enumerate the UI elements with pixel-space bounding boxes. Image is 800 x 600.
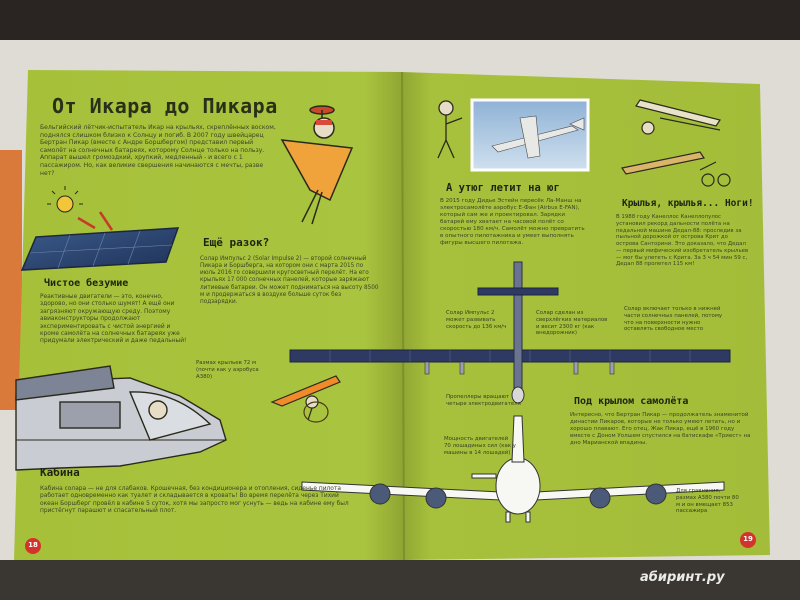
glider-illustration [635,99,721,135]
heading-utyug: А утюг летит на юг [446,182,560,194]
krylya-body: В 1988 году Канеллос Канеллопулос устано… [616,214,749,268]
dark-bottom [0,560,800,600]
engines-note: Солар сделан из сверхлёгких материалов и… [536,310,608,337]
orange-strip [0,150,22,410]
power-note: Мощность двигателей 70 лошадиных сил (ка… [444,436,516,456]
hang-glider-illustration [270,375,341,423]
sun-icon [47,186,83,213]
pedal-plane-illustration [621,151,731,187]
speed-note: Солар Импульс 2 может развивать скорость… [446,310,507,330]
a380-compare-note: Для сравнения, размах А380 почти 80 м и … [676,488,739,515]
heading-pod-krylom: Под крылом самолёта [574,396,689,407]
chistoe-body: Реактивные двигатели — это, конечно, здо… [40,294,187,345]
page-number-right: 19 [743,535,753,543]
kabina-body: Кабина солара — не для слабаков. Крошечн… [40,486,349,515]
solar-impulse-top-view [289,261,731,404]
propeller-hat-figure-illustration [280,105,354,225]
watermark: абиринт.ру [640,570,725,585]
eshche-body: Солар Импульс 2 (Solar Impulse 2) — втор… [200,256,379,305]
heading-krylya: Крылья, крылья... Ноги! [622,198,754,209]
heading-kabina: Кабина [40,466,80,479]
pod-krylom-body: Интересно, что Бертран Пикар — продолжат… [570,412,751,446]
wingspan-note: Размах крыльев 72 м (почти как у аэробус… [196,360,259,380]
book-title: От Икара до Пикара [52,94,278,118]
right-page [402,72,770,560]
e-fan-plane [491,115,585,159]
heading-eshche-razok: Ещё разок? [203,236,270,249]
page-number-right-badge [740,532,756,548]
utyug-body: В 2015 году Дидье Эстейн пересёк Ла-Манш… [440,198,585,246]
page-number-left-badge [25,538,41,554]
stick-figure-pointer-illustration [437,100,463,159]
intro-text: Бельгийский лётчик-испытатель Икар на кр… [40,124,276,177]
cockpit-illustration [15,365,227,471]
spine-shadow [401,71,405,561]
panels-note: Солар включает только в нижней части сол… [624,306,723,333]
ray-arrow-2 [98,211,114,231]
propellers-note: Пропеллеры вращают четыре электродвигате… [446,394,521,407]
ray-arrow-1 [77,216,96,230]
page-number-left: 18 [28,541,38,549]
a380-front-view [301,415,725,523]
heading-chistoe-bezumie: Чистое безумие [44,278,129,289]
